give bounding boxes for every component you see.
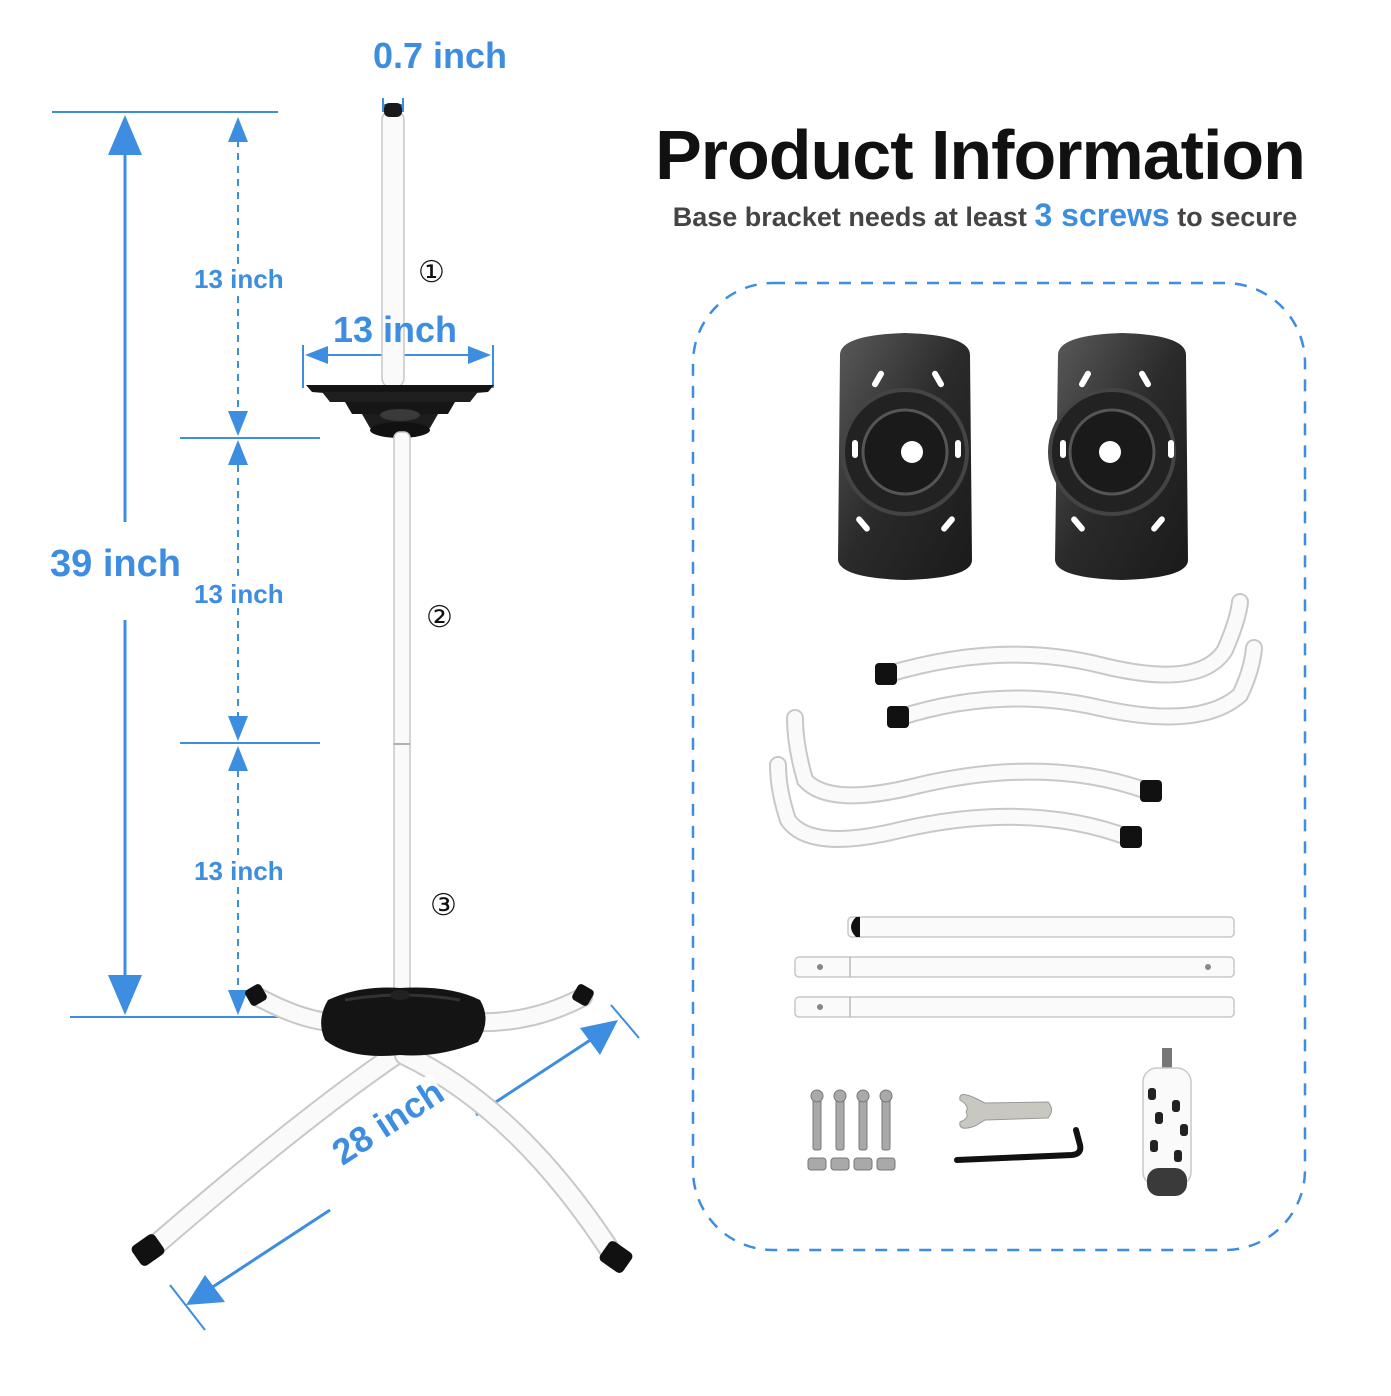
total-height-label: 39 inch [50,543,181,585]
pole-parts [794,916,1235,1018]
subtitle-text-after: to secure [1177,202,1298,232]
tray-width-label: 13 inch [333,309,458,350]
segment-1-label: 13 inch [194,264,284,294]
dimension-lines [52,98,640,1331]
part-number-3: ③ [430,888,457,923]
page-title: Product Information [655,116,1306,194]
mounting-plate-right [1048,333,1188,580]
stand-illustration [131,103,633,1273]
connector-part [1142,1048,1192,1196]
subtitle-highlight: 3 screws [1034,197,1170,233]
page-subtitle: Base bracket needs at least 3 screws to … [600,197,1370,233]
part-number-1: ① [418,255,445,290]
segment-3-label: 13 inch [194,856,284,886]
leg-parts [769,593,1263,848]
mounting-plate-left [838,333,972,580]
part-number-2: ② [426,600,453,635]
parts-box [691,281,1307,1252]
segment-2-label: 13 inch [194,579,284,609]
subtitle-text-before: Base bracket needs at least [672,202,1027,232]
tool-parts [954,1094,1084,1163]
top-width-label: 0.7 inch [373,35,508,76]
screw-parts [807,1089,896,1171]
